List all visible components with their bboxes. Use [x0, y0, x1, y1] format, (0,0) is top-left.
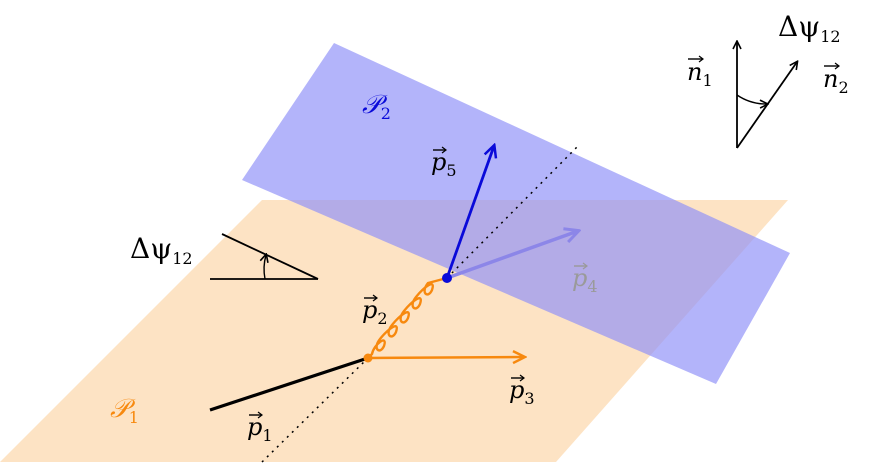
label-p5: p5	[431, 146, 457, 180]
svg-text:p3: p3	[509, 376, 535, 408]
vector-p4	[446, 231, 578, 280]
svg-text:p4: p4	[572, 264, 598, 296]
vector-p5	[445, 146, 494, 279]
vertex-blue	[442, 273, 452, 283]
svg-text:p5: p5	[431, 148, 457, 180]
svg-text:p1: p1	[247, 413, 273, 445]
label-n2: n2	[823, 62, 849, 97]
plane-p2	[242, 43, 790, 384]
label-p4: p4	[572, 262, 598, 296]
gluon-p2	[367, 276, 448, 359]
label-p1: p1	[247, 411, 273, 445]
angle-wedge-left	[210, 233, 319, 280]
vector-p3	[367, 357, 524, 358]
svg-text:p2: p2	[362, 296, 388, 328]
vector-p1	[209, 356, 369, 412]
vertex-orange	[363, 353, 373, 363]
normals-inset	[736, 42, 797, 149]
vector-n2	[736, 62, 797, 149]
label-delta-psi-left: Δψ12	[130, 232, 193, 268]
label-p3: p3	[509, 374, 535, 408]
dotted-axis-p2	[446, 145, 579, 279]
svg-text:n2: n2	[823, 65, 849, 97]
label-p2: p2	[362, 294, 388, 328]
label-n1: n1	[687, 55, 713, 90]
svg-text:n1: n1	[687, 58, 713, 90]
label-delta-psi-right: Δψ12	[778, 10, 841, 46]
